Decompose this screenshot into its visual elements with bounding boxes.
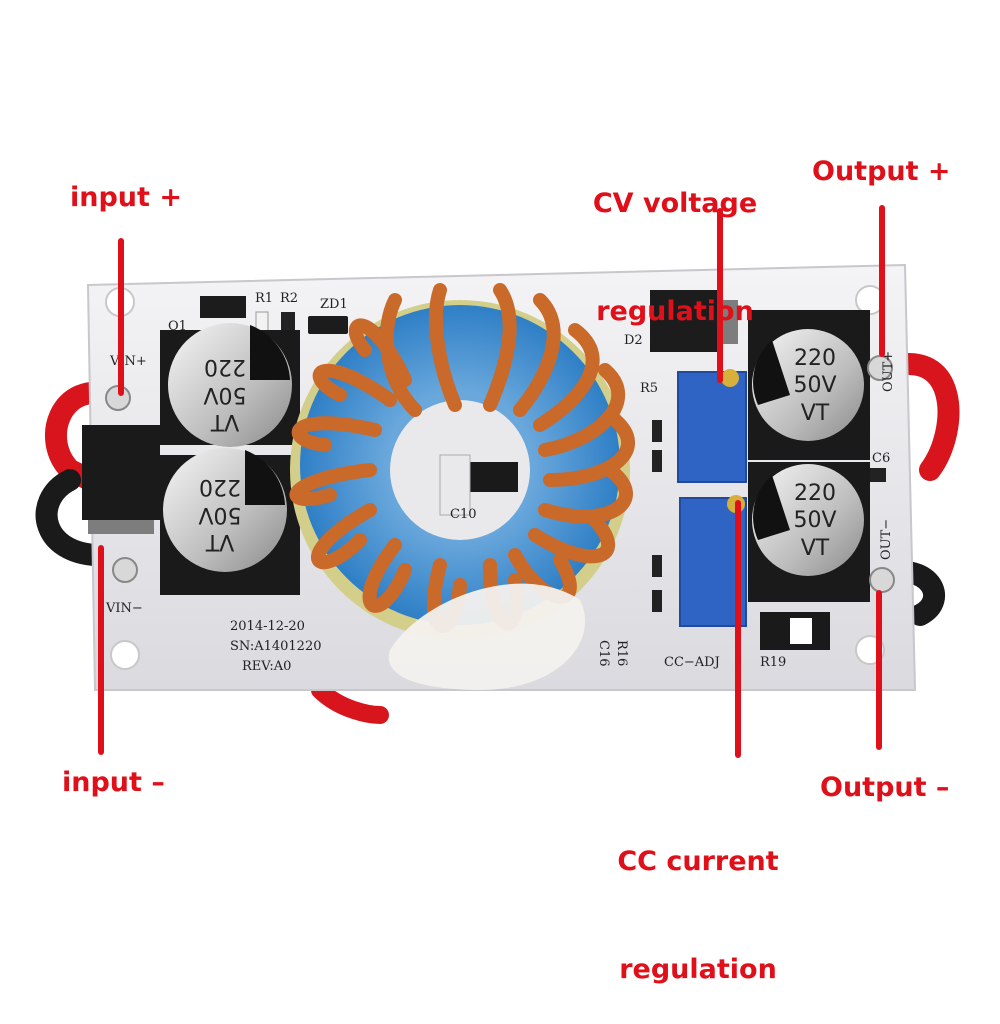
silk-q1: Q1 (168, 319, 187, 334)
cap-tl-voltage: 50V (203, 382, 246, 407)
input-capacitor-bottom (163, 448, 287, 572)
copper-windings (289, 283, 635, 633)
callout-cv-line1: CV voltage (592, 188, 758, 219)
silk-vin-minus: VIN− (105, 601, 143, 616)
silk-r1: R1 (255, 291, 273, 306)
silk-r19: R19 (760, 655, 786, 670)
silk-c10: C10 (450, 507, 477, 522)
callout-output-minus: Output – (820, 772, 950, 803)
cap-tr-voltage: 50V (793, 373, 836, 398)
cap-tl-series: VT (210, 409, 239, 434)
cap-tl-value: 220 (204, 354, 246, 379)
callout-cc-line2: regulation (619, 954, 777, 985)
silk-r5: R5 (640, 381, 658, 396)
callout-cc-line1: CC current (617, 846, 779, 877)
callout-output-plus: Output + (812, 156, 951, 187)
input-minus-wire (35, 469, 121, 567)
callout-cc-current-regulation: CC current regulation (598, 772, 798, 1024)
output-capacitor-bottom (752, 464, 864, 576)
callout-cv-line2: regulation (596, 296, 754, 327)
silk-r16: R16 (614, 640, 629, 666)
cap-br-voltage: 50V (793, 508, 836, 533)
cap-br-series: VT (801, 536, 830, 561)
silk-c16: C16 (596, 640, 611, 667)
silk-d2: D2 (624, 333, 643, 348)
cap-bl-value: 220 (199, 474, 241, 499)
cv-trimpot (677, 369, 747, 483)
leader-output-minus (876, 590, 882, 750)
cap-bl-series: VT (205, 529, 234, 554)
input-capacitor-top (168, 323, 292, 447)
silk-c6: C6 (872, 451, 890, 466)
silk-out-minus: OUT− (879, 519, 894, 560)
dc-boost-converter-photo: VIN+ VIN− Q1 R1 R2 ZD1 D2 R5 C6 C10 R16 … (35, 263, 960, 724)
cap-bl-voltage: 50V (198, 502, 241, 527)
silk-zd1: ZD1 (320, 297, 348, 312)
silk-date: 2014-12-20 (230, 619, 305, 634)
leader-cv (717, 208, 723, 383)
leader-cc (735, 500, 741, 758)
leader-output-plus (879, 205, 885, 357)
callout-input-plus: input + (70, 182, 182, 213)
output-capacitor-top (752, 329, 864, 441)
cap-tr-series: VT (801, 401, 830, 426)
callout-input-minus: input – (62, 767, 165, 798)
cap-br-value: 220 (794, 481, 836, 506)
leader-input-minus (98, 545, 104, 755)
silk-out-plus: OUT+ (881, 351, 896, 392)
silk-vin-plus: VIN+ (109, 354, 147, 369)
silk-sn: SN:A1401220 (230, 639, 321, 654)
leader-input-plus (118, 238, 124, 396)
silk-cc-adj: CC−ADJ (664, 655, 720, 670)
callout-cv-voltage-regulation: CV voltage regulation (575, 114, 775, 366)
silk-rev: REV:A0 (242, 659, 291, 674)
inductor-lead-wire (311, 681, 389, 724)
silk-r2: R2 (280, 291, 298, 306)
cap-tr-value: 220 (794, 346, 836, 371)
